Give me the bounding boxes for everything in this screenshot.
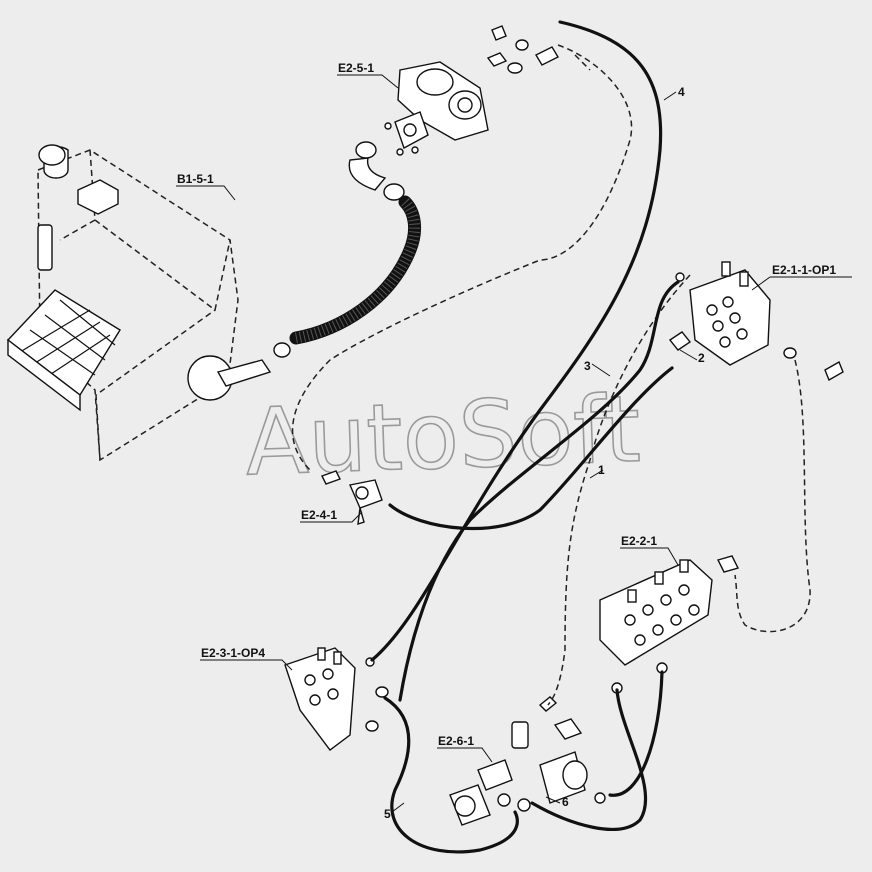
hose-number-4: 4 <box>678 85 685 99</box>
pump <box>384 25 559 156</box>
hose-number-6: 6 <box>562 795 569 809</box>
hose-6b <box>608 670 664 797</box>
control-valve-op1 <box>668 261 844 382</box>
hose-1 <box>388 366 674 531</box>
valve-e2-4-1 <box>321 470 383 526</box>
hose-number-3: 3 <box>584 359 591 373</box>
suction-hose <box>289 141 422 345</box>
callout-b1-5-1: B1-5-1 <box>177 172 214 186</box>
callout-e2-4-1: E2-4-1 <box>301 508 337 522</box>
hose-number-2: 2 <box>698 351 705 365</box>
valve-block-e2-2-1 <box>599 555 740 694</box>
hose-6 <box>530 688 648 831</box>
callout-e2-5-1: E2-5-1 <box>338 61 374 75</box>
callout-leaders <box>176 74 852 813</box>
callout-e2-6-1: E2-6-1 <box>438 734 474 748</box>
valve-op4 <box>284 647 389 751</box>
callout-e2-3-1-op4: E2-3-1-OP4 <box>201 646 265 660</box>
hose-3 <box>398 280 680 702</box>
hydraulic-tank <box>6 144 291 462</box>
hose-5 <box>383 696 519 854</box>
hose-number-1: 1 <box>598 463 605 477</box>
callout-e2-2-1: E2-2-1 <box>621 534 657 548</box>
hose-number-5: 5 <box>384 807 391 821</box>
cylinder-e2-6-1 <box>449 696 606 826</box>
callout-e2-1-1-op1: E2-1-1-OP1 <box>772 263 836 277</box>
watermark: AutoSoft <box>243 376 642 497</box>
